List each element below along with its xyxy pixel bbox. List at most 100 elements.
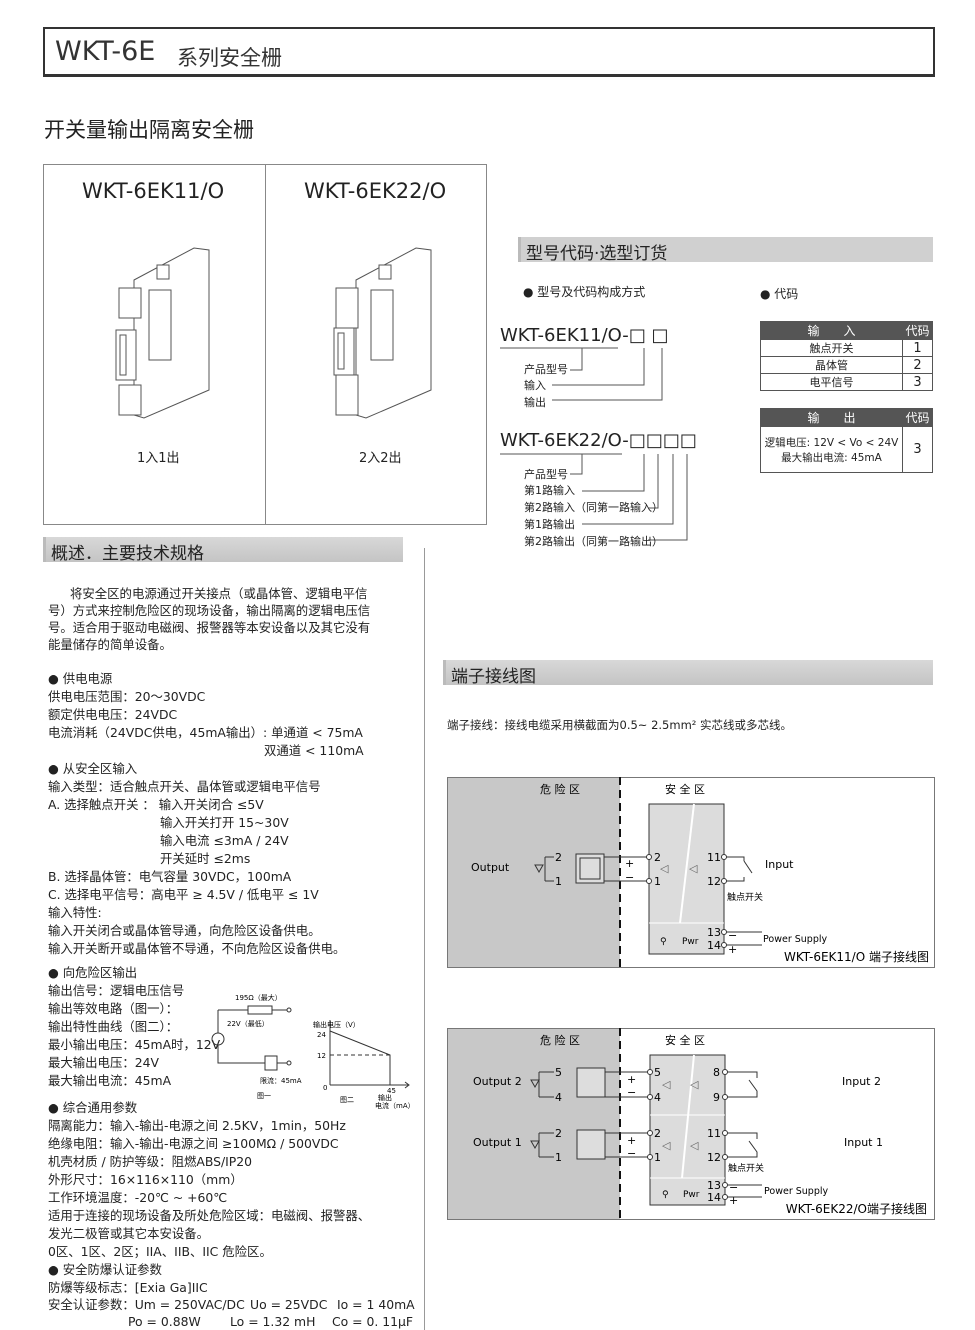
svg-text:4: 4 <box>654 1091 661 1104</box>
svg-text:14: 14 <box>707 939 721 952</box>
spec-line: ● 综合通用参数 <box>48 1100 138 1115</box>
svg-text:◁: ◁ <box>690 1139 699 1152</box>
section-wiring: 端子接线图 <box>443 660 933 687</box>
svg-text:24: 24 <box>317 1031 326 1039</box>
svg-text:195Ω（最大）: 195Ω（最大） <box>235 993 282 1002</box>
product-model: WKT-6EK11/O <box>82 179 225 203</box>
spec-line: 开关延时 ≤2ms <box>160 851 251 866</box>
spec-line: 安全认证参数：Um = 250VAC/DC <box>48 1297 245 1312</box>
svg-text:◁: ◁ <box>690 1078 699 1091</box>
spec-line: 输出信号：逻辑电压信号 <box>48 983 185 998</box>
code-boxes: □ □ <box>628 325 669 346</box>
spec-line: 外形尺寸：16×116×110（mm） <box>48 1172 243 1187</box>
code-label: 第2路输出（同第一路输出） <box>524 535 663 548</box>
svg-text:12: 12 <box>707 875 721 888</box>
svg-text:8: 8 <box>713 1066 720 1079</box>
code-label: 第1路输出 <box>524 518 575 531</box>
svg-text:2: 2 <box>654 851 661 864</box>
svg-text:⚲: ⚲ <box>660 937 667 947</box>
svg-text:−: − <box>627 1147 636 1160</box>
page-header: WKT-6E 系列安全栅 <box>43 27 935 77</box>
svg-text:1: 1 <box>654 875 661 888</box>
svg-text:+: + <box>627 1073 636 1086</box>
code2-leaders <box>500 453 688 541</box>
svg-text:安 全 区: 安 全 区 <box>665 1033 705 1047</box>
svg-text:−: − <box>627 1086 636 1099</box>
svg-text:1: 1 <box>555 1151 562 1164</box>
wiring-note: 端子接线：接线电缆采用横截面为0.5~ 2.5mm² 实芯线或多芯线。 <box>447 718 793 732</box>
spec-line: Po = 0.88W <box>128 1314 201 1329</box>
svg-text:◁: ◁ <box>689 862 698 875</box>
series-title: 系列安全栅 <box>177 46 282 70</box>
spec-line: 最小输出电压：45mA时，12V <box>48 1037 221 1052</box>
svg-text:图一: 图一 <box>257 1092 271 1100</box>
spec-line: Co = 0. 11μF <box>332 1314 414 1329</box>
column-divider <box>424 548 425 1330</box>
svg-text:5: 5 <box>555 1066 562 1079</box>
product-desc: 1入1出 <box>137 451 180 466</box>
overview-intro-line: 将安全区的电源通过开关接点（或晶体管、逻辑电平信 <box>70 586 368 601</box>
product-model: WKT-6EK22/O <box>304 179 447 203</box>
svg-text:2: 2 <box>654 1127 661 1140</box>
svg-text:触点开关: 触点开关 <box>728 1162 764 1174</box>
spec-line: 输入类型：适合触点开关、晶体管或逻辑电平信号 <box>48 779 321 794</box>
svg-text:12: 12 <box>707 1151 721 1164</box>
spec-line: 工作环境温度：-20℃ ~ +60℃ <box>48 1190 228 1205</box>
svg-text:◁: ◁ <box>662 1078 671 1091</box>
svg-text:Output 2: Output 2 <box>473 1075 522 1088</box>
spec-line: 最大输出电压：24V <box>48 1055 159 1070</box>
code-label: 产品型号 <box>524 363 568 376</box>
svg-text:Pwr: Pwr <box>683 1190 700 1200</box>
svg-text:Power Supply: Power Supply <box>763 934 827 945</box>
svg-text:+: + <box>627 1134 636 1147</box>
spec-line: Uo = 25VDC <box>250 1297 328 1312</box>
spec-line: 输入开关打开 15~30V <box>160 815 289 830</box>
svg-text:Input 1: Input 1 <box>844 1136 883 1149</box>
svg-text:−: − <box>728 929 737 942</box>
svg-text:输出电压（V）: 输出电压（V） <box>313 1020 360 1029</box>
spec-line: ● 供电电源 <box>48 671 113 686</box>
svg-text:14: 14 <box>707 1191 721 1204</box>
spec-line: 输入电流 ≤3mA / 24V <box>160 833 289 848</box>
spec-line: 电流消耗（24VDC供电，45mA输出）: 单通道 < 75mA <box>48 725 363 740</box>
code-label: 产品型号 <box>524 468 568 481</box>
spec-line: 发光二极管或其它本安设备。 <box>48 1226 210 1241</box>
section-overview: 概述．主要技术规格 <box>43 537 403 564</box>
svg-text:危 险 区: 危 险 区 <box>540 782 580 796</box>
spec-line: 绝缘电阻：输入-输出-电源之间 ≥100MΩ / 500VDC <box>48 1136 339 1151</box>
spec-line: ● 从安全区输入 <box>48 761 138 776</box>
section-ordering: 型号代码·选型订货 <box>518 237 933 264</box>
code-label: 输出 <box>524 396 546 409</box>
svg-text:WKT-6EK11/O 端子接线图: WKT-6EK11/O 端子接线图 <box>784 949 929 964</box>
spec-line: Io = 1 40mA <box>337 1297 415 1312</box>
svg-text:22V（最低）: 22V（最低） <box>227 1019 269 1028</box>
svg-text:1: 1 <box>555 875 562 888</box>
code-label: 第1路输入 <box>524 484 575 497</box>
spec-line: ● 向危险区输出 <box>48 965 138 980</box>
bullet-code: ● 代码 <box>760 287 799 301</box>
spec-line: 输入特性: <box>48 905 102 920</box>
svg-text:触点开关: 触点开关 <box>727 891 763 903</box>
wiring-diagram-dual: 危 险 区 安 全 区 ◁◁ ◁◁ Output 2 Output 1 54 2… <box>447 1028 935 1220</box>
svg-text:1: 1 <box>654 1151 661 1164</box>
svg-text:◁: ◁ <box>662 1139 671 1152</box>
svg-text:0: 0 <box>323 1084 327 1092</box>
code1-leaders <box>500 347 663 401</box>
svg-text:电流（mA）: 电流（mA） <box>375 1101 415 1110</box>
svg-text:+: + <box>625 857 634 870</box>
code-label: 第2路输入（同第一路输入） <box>524 501 663 514</box>
svg-text:−: − <box>729 1181 738 1194</box>
spec-line: 机壳材质 / 防护等级：阻燃ABS/IP20 <box>48 1154 253 1169</box>
product-panel: WKT-6EK11/O WKT-6EK22/O 1入1出 2入2出 <box>43 164 487 525</box>
svg-text:2: 2 <box>555 1127 562 1140</box>
product-image-single <box>115 247 210 419</box>
svg-text:+: + <box>729 1194 738 1207</box>
svg-text:Input 2: Input 2 <box>842 1075 881 1088</box>
svg-text:13: 13 <box>707 1179 721 1192</box>
svg-text:2: 2 <box>555 851 562 864</box>
svg-text:−: − <box>625 871 634 884</box>
